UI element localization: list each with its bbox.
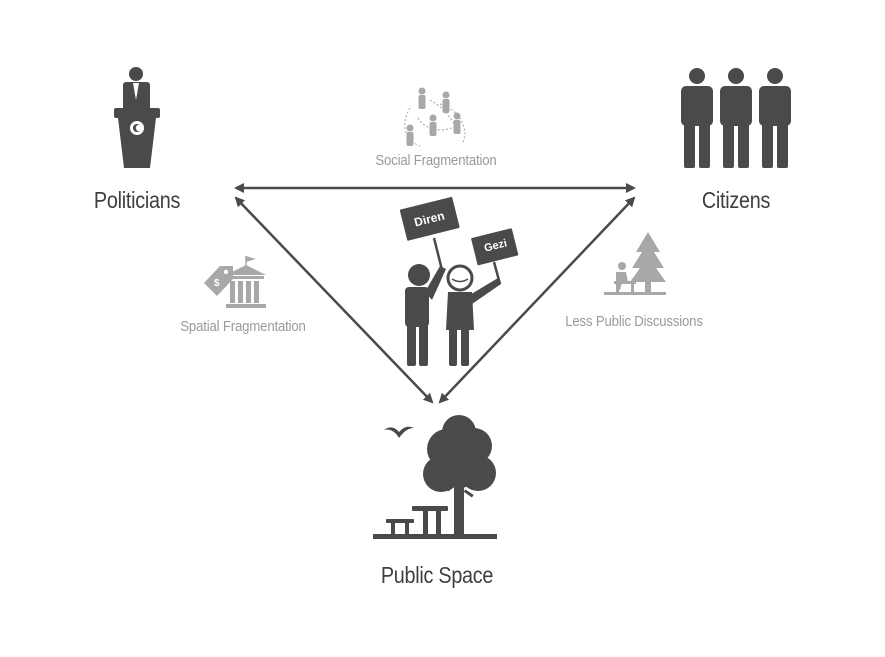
three-people-icon xyxy=(681,68,791,168)
arrow-politicians-publicspace xyxy=(234,196,434,404)
park-bench-tree-icon xyxy=(604,232,666,295)
label-politicians: Politicians xyxy=(93,187,181,213)
arrow-citizens-publicspace xyxy=(438,196,636,404)
people-network-icon xyxy=(404,87,466,147)
protesters-icon xyxy=(399,196,519,366)
label-social-fragmentation: Social Fragmentation xyxy=(375,152,497,169)
tree-bench-bird-icon xyxy=(373,415,497,539)
podium-speaker-icon xyxy=(114,67,160,168)
label-citizens: Citizens xyxy=(701,187,771,213)
svg-text:$: $ xyxy=(214,278,220,289)
label-less-public-discussions: Less Public Discussions xyxy=(565,313,703,330)
label-public-space: Public Space xyxy=(380,562,494,588)
label-spatial-fragmentation: Spatial Fragmentation xyxy=(180,318,306,335)
price-tag-bank-icon: $ xyxy=(204,256,266,308)
triangle-arrows xyxy=(234,183,636,404)
